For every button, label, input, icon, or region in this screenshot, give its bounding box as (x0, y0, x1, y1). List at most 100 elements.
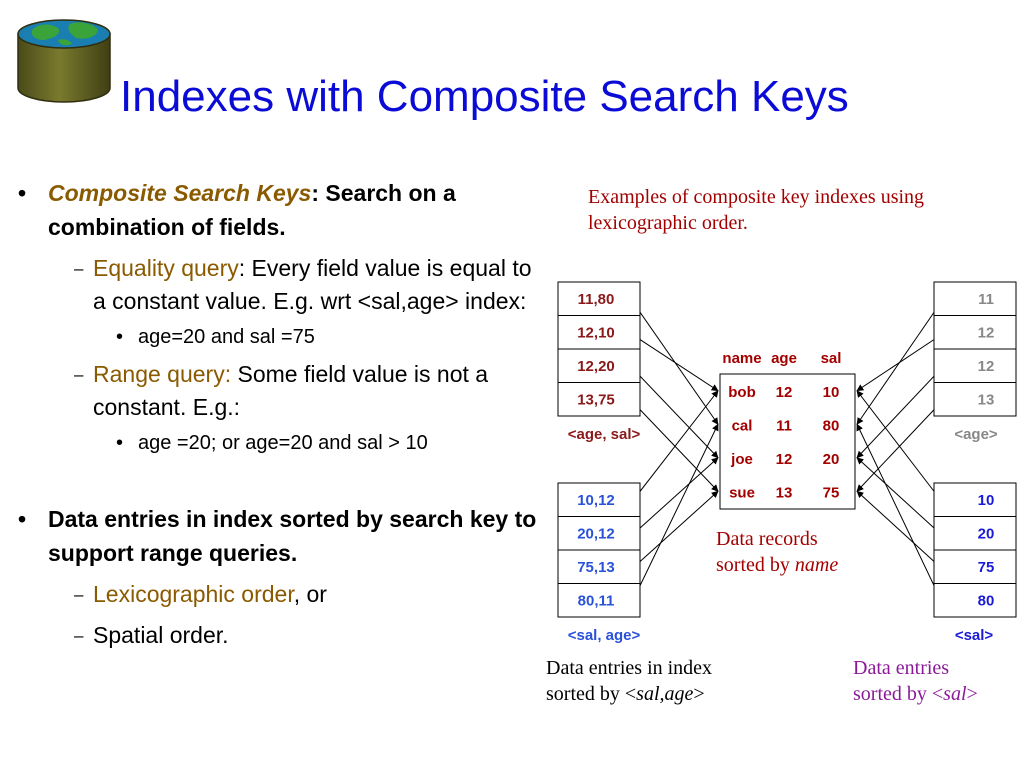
data-records-caption: Data records sorted by name (716, 526, 916, 578)
equality-query-item: – Equality query: Every field value is e… (18, 252, 538, 318)
composite-keys-rest: Search on a combination of fields. (48, 180, 456, 240)
bullet-data-entries: • Data entries in index sorted by search… (18, 502, 538, 570)
index-sal-entry: 75 (978, 559, 995, 576)
index-age-entry: 12 (978, 324, 995, 341)
index-sal-age-label: <sal, age> (568, 627, 641, 644)
examples-caption: Examples of composite key indexes using … (588, 186, 925, 234)
entries-sal-age-line2: sorted by <sal,age> (546, 681, 806, 707)
index-age-entry: 12 (978, 358, 995, 375)
record-cell: sue (729, 484, 755, 501)
index-age-sal-cell (557, 382, 641, 417)
record-cell: 13 (776, 484, 793, 501)
boxes-group (557, 281, 1017, 618)
bullet-dot: • (116, 326, 124, 348)
index-sal-cell (933, 583, 1017, 618)
range-query-term: Range query: (93, 361, 232, 387)
index-age-entry: 13 (978, 391, 995, 408)
entries-sal-age-caption: Data entries in index sorted by <sal,age… (546, 655, 806, 707)
entries-sal-age-italic: sal,age (636, 683, 694, 705)
range-example-text: age =20; or age=20 and sal > 10 (138, 432, 428, 454)
spatial-item: – Spatial order. (18, 619, 538, 652)
record-cell: 80 (823, 417, 840, 434)
index-sal-entry: 10 (978, 492, 995, 509)
pointer-arrow (631, 423, 719, 603)
index-age-cell (933, 315, 1017, 350)
record-cell: bob (728, 384, 756, 401)
data-entries-text: Data entries in index sorted by search k… (48, 506, 537, 566)
index-age-sal-label: <age, sal> (568, 426, 641, 443)
record-cell: 12 (776, 451, 793, 468)
pointer-arrow (856, 457, 943, 536)
index-sal-age-cell (557, 516, 641, 551)
index-age-label: <age> (954, 426, 998, 443)
bullet-composite-keys: • Composite Search Keys: Search on a com… (18, 176, 538, 244)
index-age-entry: 11 (978, 291, 994, 308)
pointer-arrow (856, 333, 943, 392)
record-cell: 11 (776, 417, 792, 434)
range-example-item: • age =20; or age=20 and sal > 10 (18, 428, 538, 458)
records-header-sal: sal (821, 350, 842, 367)
pointer-arrow (856, 367, 943, 459)
entries-sal-age-suffix: > (693, 683, 705, 705)
entries-sal-age-line1: Data entries in index (546, 657, 713, 679)
equality-example-text: age=20 and sal =75 (138, 326, 315, 348)
index-sal-age-cell (557, 583, 641, 618)
pointer-arrow (631, 367, 719, 459)
index-age-sal-entry: 12,10 (577, 324, 615, 341)
entries-sal-line1: Data entries (853, 657, 950, 679)
index-sal-entry: 20 (978, 525, 995, 542)
index-sal-label: <sal> (955, 627, 994, 644)
equality-example-item: • age=20 and sal =75 (18, 322, 538, 352)
records-header-age: age (771, 350, 797, 367)
pointer-arrow (631, 390, 719, 503)
spatial-text: Spatial order. (93, 622, 229, 648)
range-query-item: – Range query: Some field value is not a… (18, 358, 538, 424)
lexicographic-item: – Lexicographic order, or (18, 578, 538, 611)
range-query-rest: Some field value is not a constant. E.g.… (93, 361, 489, 420)
pointer-arrow (631, 490, 719, 570)
pointer-arrow (856, 423, 943, 603)
data-records-table (719, 373, 856, 510)
index-age-sal-cell (557, 281, 641, 316)
record-cell: cal (732, 417, 753, 434)
index-age-sal-cell (557, 315, 641, 350)
index-age-sal-entry: 11,80 (578, 291, 615, 308)
index-age-sal-cell (557, 348, 641, 383)
record-cell: 10 (823, 384, 840, 401)
entries-sal-age-prefix: sorted by < (546, 683, 637, 705)
arrows-group (631, 300, 943, 603)
slide-title: Indexes with Composite Search Keys (120, 72, 849, 121)
bullet-dot: • (116, 432, 124, 454)
bullet-list: • Composite Search Keys: Search on a com… (18, 176, 538, 652)
data-records-line1: Data records (716, 528, 818, 550)
composite-keys-colon: : (311, 180, 319, 206)
lexicographic-term: Lexicographic order (93, 581, 294, 607)
index-sal-entry: 80 (978, 592, 995, 609)
index-sal-cell (933, 516, 1017, 551)
composite-keys-term: Composite Search Keys (48, 180, 312, 206)
database-globe-icon (17, 19, 111, 103)
index-age-cell (933, 382, 1017, 417)
pointer-arrow (856, 390, 943, 503)
pointer-arrow (856, 490, 943, 570)
pointer-arrow (631, 333, 719, 392)
entries-sal-caption: Data entries sorted by <sal> (853, 655, 1023, 707)
dash-marker: – (74, 626, 84, 645)
record-cell: 75 (823, 484, 840, 501)
index-age-sal-entry: 12,20 (577, 358, 615, 375)
dash-marker: – (74, 259, 84, 278)
equality-query-rest: : Every field value is equal to a consta… (93, 255, 532, 314)
index-sal-age-entry: 10,12 (577, 492, 615, 509)
dash-marker: – (74, 585, 84, 604)
data-records-line2: sorted by name (716, 552, 916, 578)
entries-sal-suffix: > (966, 683, 978, 705)
pointer-arrow (631, 457, 719, 536)
entries-sal-line2: sorted by <sal> (853, 681, 1023, 707)
record-cell: 20 (823, 451, 840, 468)
entries-sal-italic: sal (943, 683, 967, 705)
records-header-name: name (722, 350, 761, 367)
data-records-prefix: sorted by (716, 554, 795, 576)
entries-sal-prefix: sorted by < (853, 683, 944, 705)
